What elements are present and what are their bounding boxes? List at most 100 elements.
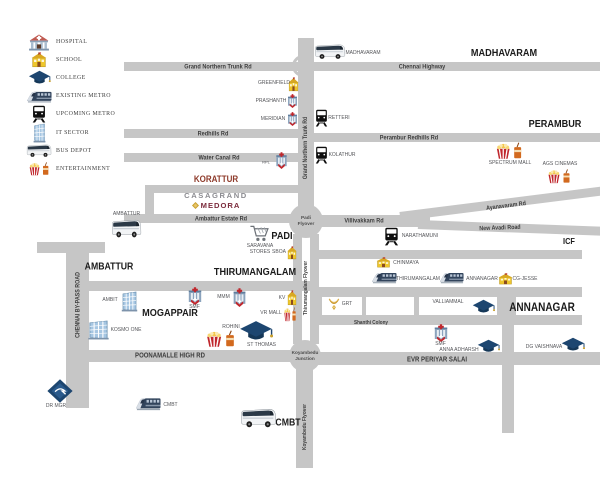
brand-medora: MEDORA (200, 200, 241, 210)
poi-label-thirumangalam-metro: THIRUMANGALAM (396, 276, 440, 283)
legend-item-hospital: HOSPITAL (26, 33, 115, 51)
legend-label-it-sector: IT SECTOR (56, 129, 90, 136)
area-label-ambattur: AMBATTUR (84, 261, 134, 273)
poi-label-prashanth: PRASHANTH (255, 97, 287, 104)
road-label-villivakkam-rd: Villivakkam Rd (344, 217, 384, 224)
poi-label-valliammal: VALLIAMMAL (432, 299, 464, 306)
poi-label-greenfield: GREENFIELD (258, 79, 290, 86)
road-korattur-link-rd (145, 185, 303, 193)
college-diamond-icon poi-dr-mgr (46, 378, 74, 404)
area-label-icf: ICF (563, 236, 575, 246)
road-label-perambur-redhills-rd: Perambur Redhills Rd (379, 134, 439, 141)
metro-front-icon (30, 105, 48, 123)
legend-label-existing-metro: EXISTING METRO (56, 93, 111, 100)
road-label-evr-periyar-salai: EVR PERIYAR SALAI (407, 356, 467, 363)
hospital-icon poi-meridian (286, 112, 299, 126)
area-label-padi: PADI (271, 230, 293, 242)
road-chennai-by-pass-road (66, 245, 89, 408)
brand-diamond-icon (191, 201, 199, 209)
brand-casagrand: CASAGRAND (184, 190, 248, 200)
road-label-redhills-rd: Redhills Rd (197, 130, 229, 137)
legend-label-entertainment: ENTERTAINMENT (56, 165, 111, 172)
poi-label-cg-jesse: CG-JESSE (512, 276, 538, 283)
cutout-block-valliammal (419, 297, 497, 315)
road-label-thirumangalam-flyover: Thirumangalam Flyover (303, 260, 309, 316)
junction-padi-flyover: Padi Flyover (289, 204, 323, 238)
college-cap-icon poi-st-thomas (239, 320, 273, 343)
road-perambur-redhills-rd (312, 133, 600, 142)
road-label-water-canal-rd: Water Canal Rd (198, 154, 240, 161)
road-thirumangalam-flyover-east (310, 234, 319, 344)
road-ambattur-estate-rd (124, 214, 296, 223)
junction-label-padi-flyover: Padi Flyover (297, 215, 315, 226)
poi-label-madhavaram-bus: MADHAVARAM (345, 49, 381, 56)
train-icon poi-annanagar-metro (439, 271, 464, 284)
area-label-perambur: PERAMBUR (528, 117, 582, 130)
jewellery-icon poi-grt (328, 298, 340, 311)
college-cap-icon poi-anna-adharsh (477, 339, 500, 354)
road-label-new-avadi-road: New Avadi Road (479, 223, 521, 233)
area-label-annanagar: ANNANAGAR (509, 302, 575, 314)
college-cap-icon poi-dg-vaishnava (561, 337, 585, 353)
train-icon (26, 89, 52, 104)
area-label-korattur: KORATTUR (193, 174, 239, 184)
poi-label-chinmaya: CHINMAYA (393, 260, 419, 267)
college-cap-icon poi-valliammal (472, 299, 495, 315)
road-evr-periyar-salai (318, 352, 600, 365)
poi-label-meridian: MERIDIAN (260, 115, 286, 122)
road-ambattur-west-stub (37, 242, 105, 253)
entertainment-icon poi-vr-mall (283, 306, 297, 323)
poi-label-rpl-hospital: RPL (262, 159, 270, 165)
hospital-icon poi-mmm (231, 288, 248, 307)
area-label-mogappair: MOGAPPAIR (142, 306, 198, 319)
legend-label-college: COLLEGE (56, 75, 86, 82)
legend-item-entertainment: ENTERTAINMENT (26, 160, 115, 178)
school-icon poi-sboa (287, 246, 297, 260)
road-redhills-rd (124, 129, 302, 138)
legend-item-bus-depot: BUS DEPOT (26, 142, 115, 160)
legend-label-school: SCHOOL (56, 57, 82, 64)
road-label-grand-northern-trunk-rd-vertical: Grand Northern Trunk Rd (303, 116, 309, 180)
road-grand-northern-trunk-rd-vertical (298, 38, 314, 210)
poi-label-smf-mogappair: SMF (189, 303, 200, 310)
bus-icon poi-ambattur-bus (111, 218, 142, 240)
poi-label-ags-cinemas: AGS CINEMAS (542, 161, 578, 168)
cutout-block-empty (366, 297, 414, 315)
road-anna-nagar-north-band (312, 250, 582, 259)
poi-label-kolathur: KOLATHUR (328, 152, 356, 159)
hospital-icon poi-smf-annanagar (432, 324, 450, 342)
road-grand-northern-trunk-rd-horizontal (124, 62, 600, 71)
road-korattur-link-connector (145, 185, 154, 221)
road-mogappair-band (89, 281, 310, 291)
poi-label-cmbt-metro: CMBT (163, 402, 178, 409)
entertainment-icon poi-rohini (204, 329, 237, 349)
metro-front-icon poi-retteri (315, 109, 328, 127)
poi-label-narathamuni: NARATHAMUNI (401, 232, 439, 239)
poi-label-kosmo-one: KOSMO ONE (110, 326, 142, 333)
entertainment-icon poi-spectrum-mall (494, 141, 524, 161)
poi-label-dr-mgr: DR MGR (45, 403, 67, 410)
legend-label-bus-depot: BUS DEPOT (56, 147, 92, 154)
hospital-icon poi-rpl-hospital (274, 152, 289, 169)
metro-front-icon poi-narathamuni (384, 227, 399, 246)
poi-label-spectrum-mall: SPECTRUM MALL (488, 159, 532, 166)
school-icon poi-cg-jesse (498, 273, 513, 285)
metro-front-icon poi-kolathur (315, 146, 328, 164)
road-label-chennai-by-pass-road: CHENNAI BY-PASS ROAD (74, 272, 81, 338)
road-label-koyambedu-flyover: Koyambedu Flyover (302, 404, 308, 450)
area-label-cmbt: CMBT (275, 417, 301, 428)
road-label-ambattur-estate-rd: Ambattur Estate Rd (194, 215, 248, 222)
poi-label-ambit: AMBIT (102, 296, 118, 303)
road-label-poonamalle-high-rd: POONAMALLE HIGH RD (135, 352, 205, 360)
poi-label-mmm: MMM (217, 294, 230, 301)
school-icon poi-kv (287, 290, 297, 306)
area-label-madhavaram: MADHAVARAM (470, 47, 538, 59)
entertainment-icon poi-ags-cinemas (546, 168, 572, 185)
road-label-shanthi-colony: Shanthi Colony (354, 319, 388, 326)
school-icon poi-chinmaya (376, 257, 391, 268)
junction-koyambedu-junction: Koyambedu Junction (289, 340, 321, 372)
junction-label-koyambedu-junction: Koyambedu Junction (291, 350, 319, 361)
road-koyambedu-flyover (296, 368, 313, 468)
legend-item-school: SCHOOL (26, 51, 115, 69)
